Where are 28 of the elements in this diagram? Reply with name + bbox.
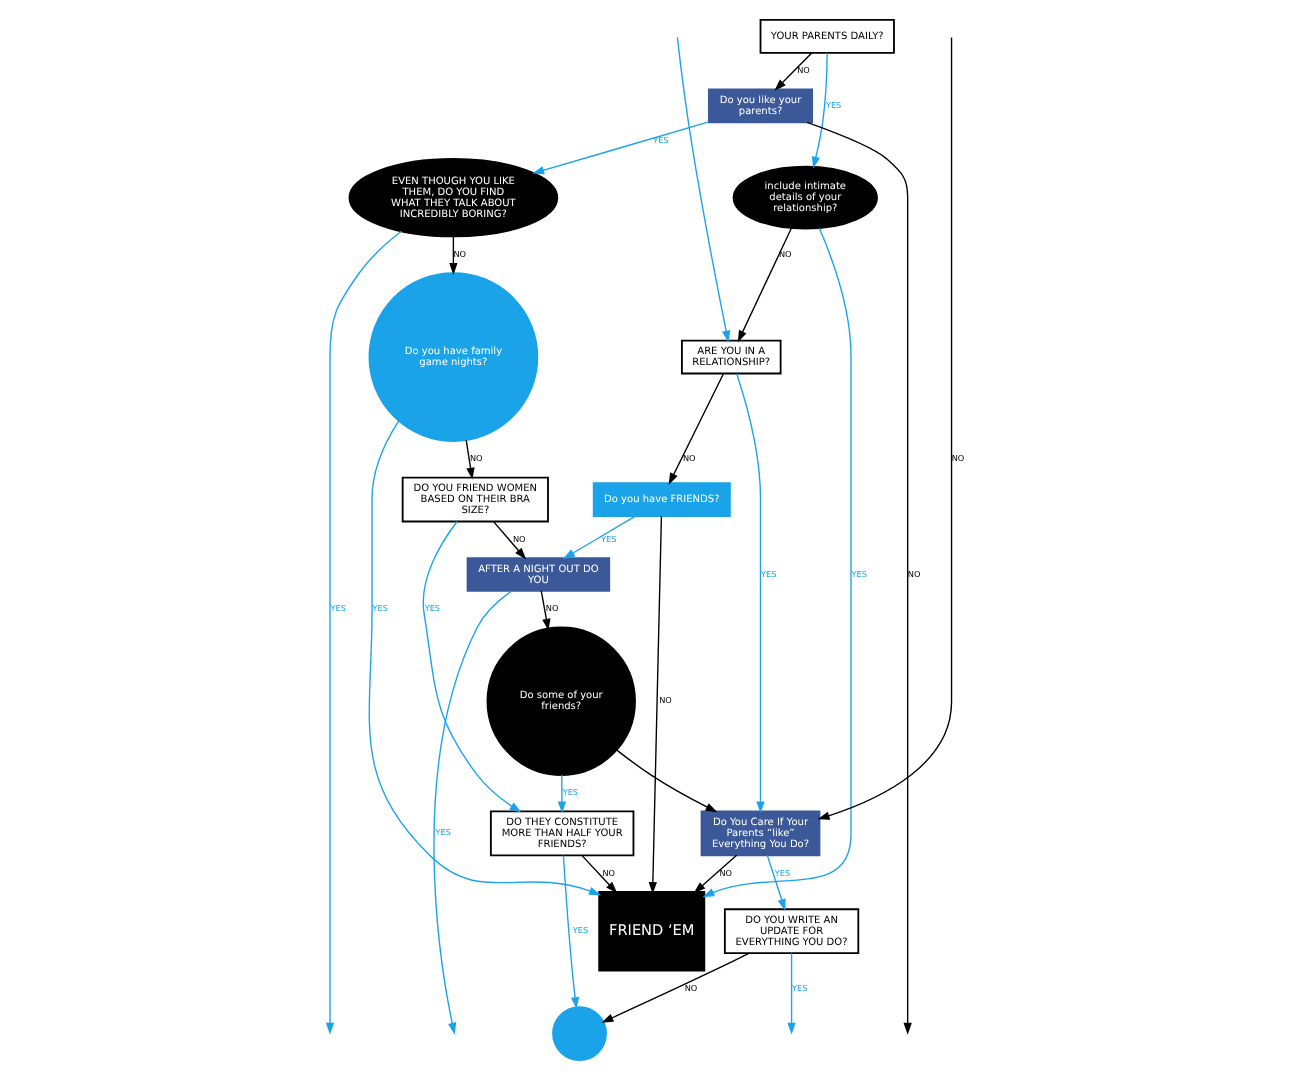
arrow bbox=[601, 952, 751, 1023]
arrow bbox=[557, 774, 567, 814]
arrow bbox=[668, 372, 725, 485]
node-circle bbox=[552, 1006, 607, 1061]
arrow bbox=[465, 439, 475, 480]
arrow bbox=[422, 520, 522, 813]
arrow bbox=[540, 590, 551, 631]
arrow bbox=[811, 52, 828, 169]
arrow bbox=[581, 854, 618, 894]
arrow bbox=[449, 236, 458, 275]
arrow bbox=[433, 590, 513, 1035]
arrow bbox=[774, 52, 813, 91]
arrow bbox=[615, 749, 718, 813]
arrow bbox=[676, 36, 731, 343]
arrow bbox=[736, 373, 765, 814]
arrow bbox=[532, 121, 710, 175]
arrow bbox=[562, 854, 580, 1010]
arrow bbox=[563, 515, 636, 559]
arrow bbox=[787, 952, 796, 1035]
arrow bbox=[737, 227, 793, 343]
arrow bbox=[766, 854, 786, 911]
arrow bbox=[806, 121, 912, 1035]
arrow bbox=[817, 36, 953, 820]
arrow bbox=[648, 515, 663, 894]
arrow bbox=[693, 854, 738, 894]
arrow bbox=[492, 520, 527, 560]
arrow bbox=[368, 420, 601, 896]
arrow bbox=[326, 230, 403, 1035]
